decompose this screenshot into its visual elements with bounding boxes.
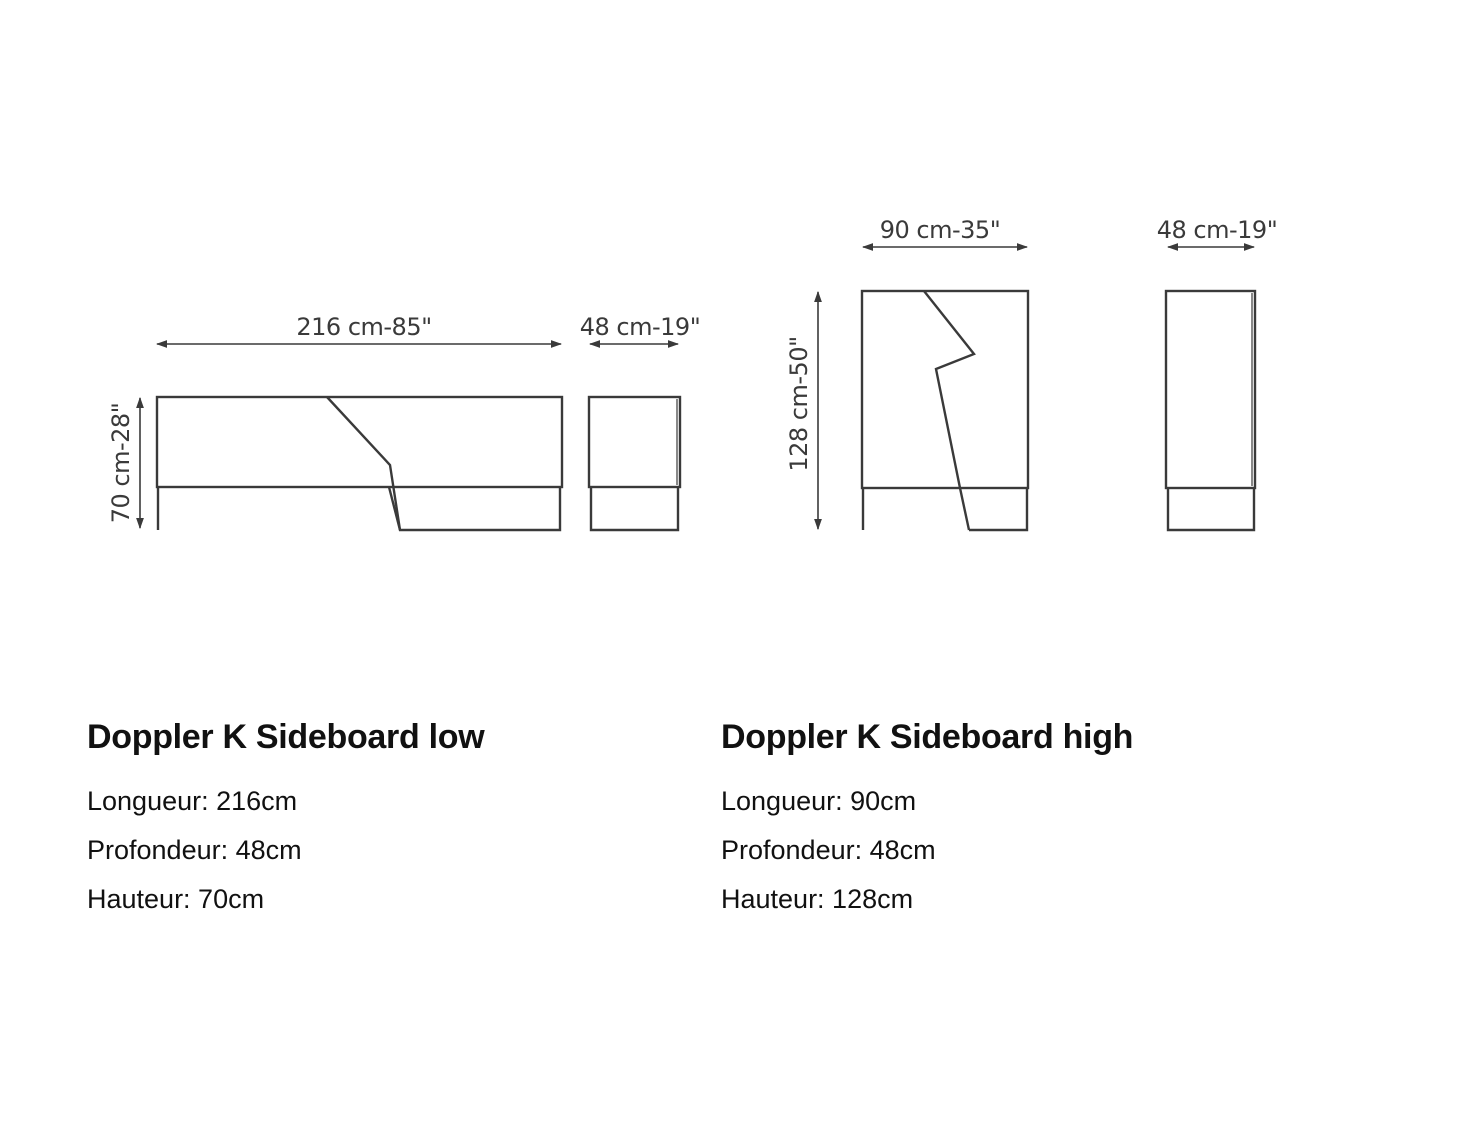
high-front-view — [860, 243, 1030, 532]
low-width-label: 216 cm-85" — [296, 313, 431, 341]
high-front-doppler-cut — [923, 290, 976, 531]
product-title-low: Doppler K Sideboard low — [87, 718, 485, 756]
low-depth-label: 48 cm-19" — [580, 313, 700, 341]
high-side-view — [1164, 243, 1257, 532]
low-side-body — [587, 395, 682, 489]
low-front-body — [155, 395, 564, 489]
spec-length-high: Longueur: 90cm — [721, 786, 917, 816]
low-side-base-frame — [589, 487, 680, 532]
spec-depth-low: Profondeur: 48cm — [87, 835, 302, 865]
high-front-body — [860, 289, 1030, 490]
spec-height-low: Hauteur: 70cm — [87, 884, 265, 914]
low-front-doppler-cut — [326, 396, 402, 531]
high-side-body — [1164, 289, 1257, 490]
product-specs-low: Doppler K Sideboard low Longueur: 216cm … — [87, 715, 647, 924]
low-side-view — [587, 340, 682, 532]
spec-depth-high: Profondeur: 48cm — [721, 835, 936, 865]
low-front-view — [155, 340, 564, 532]
high-side-base-frame — [1166, 488, 1256, 532]
high-height-label: 128 cm-50" — [785, 336, 813, 471]
spec-height-high: Hauteur: 128cm — [721, 884, 914, 914]
low-height-label: 70 cm-28" — [107, 403, 135, 523]
low-front-base-frame — [387, 486, 562, 532]
spec-length-low: Longueur: 216cm — [87, 786, 298, 816]
high-front-base-frame — [969, 488, 1029, 532]
high-width-label: 90 cm-35" — [880, 216, 1000, 244]
high-depth-label: 48 cm-19" — [1157, 216, 1277, 244]
product-specs-high: Doppler K Sideboard high Longueur: 90cm … — [721, 715, 1281, 924]
technical-drawings: 216 cm-85" 70 cm-28" 48 cm-19" 128 cm-50… — [107, 216, 1278, 532]
product-title-high: Doppler K Sideboard high — [721, 718, 1134, 756]
